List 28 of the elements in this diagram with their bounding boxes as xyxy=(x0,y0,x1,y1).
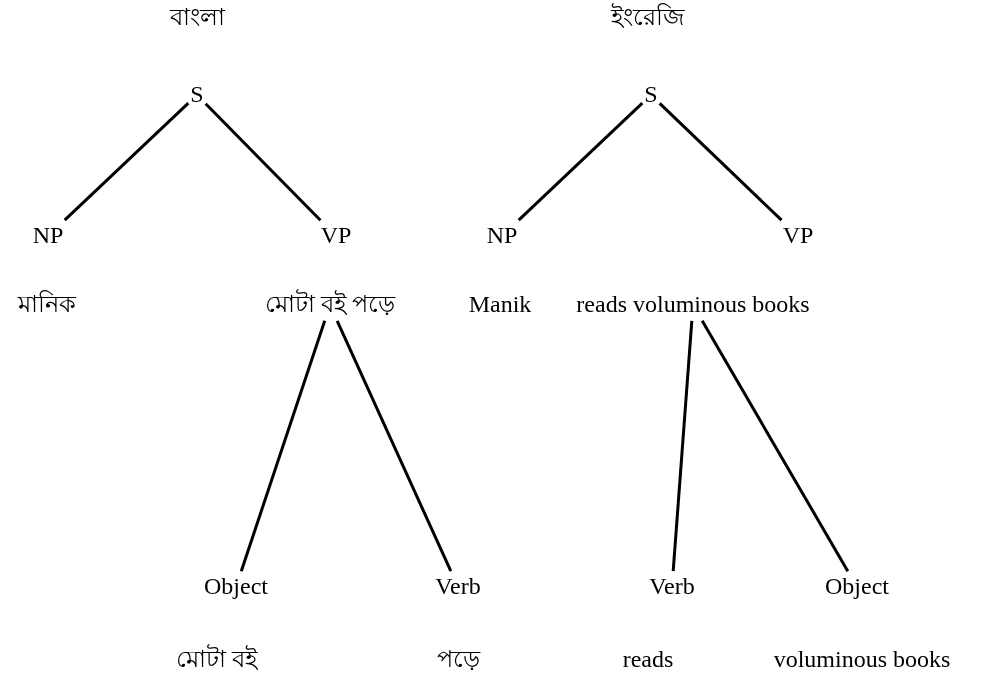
word: পড়ে xyxy=(436,646,480,674)
tree-branch-line xyxy=(517,102,644,222)
tree-node-label: NP xyxy=(486,222,518,250)
tree-branch-line xyxy=(335,320,453,572)
tree-node-label: S xyxy=(644,81,658,109)
phrase: মোটা বই xyxy=(175,646,257,674)
heading: বাংলা xyxy=(169,4,225,32)
word: reads xyxy=(622,646,674,674)
tree-branch-line xyxy=(63,102,190,222)
tree-branch-line xyxy=(671,320,694,572)
phrase: voluminous books xyxy=(773,646,951,674)
tree-branch-line xyxy=(700,320,850,572)
tree-node-label: Verb xyxy=(435,573,481,601)
tree-node-label: Object xyxy=(825,573,889,601)
tree-node-label: VP xyxy=(320,222,352,250)
tree-branch-line xyxy=(204,102,322,222)
heading: ইংরেজি xyxy=(610,4,684,32)
tree-node-label: Verb xyxy=(649,573,695,601)
tree-node-label: S xyxy=(190,81,204,109)
tree-branch-line xyxy=(239,320,327,572)
tree-node-label: Object xyxy=(204,573,268,601)
tree-node-label: মোটা বই পড়ে xyxy=(265,291,395,319)
word: Manik xyxy=(468,291,532,319)
tree-node-label: NP xyxy=(32,222,64,250)
tree-node-label: VP xyxy=(782,222,814,250)
tree-branch-line xyxy=(658,102,783,222)
word: মানিক xyxy=(18,291,76,319)
tree-node-label: reads voluminous books xyxy=(576,291,810,319)
